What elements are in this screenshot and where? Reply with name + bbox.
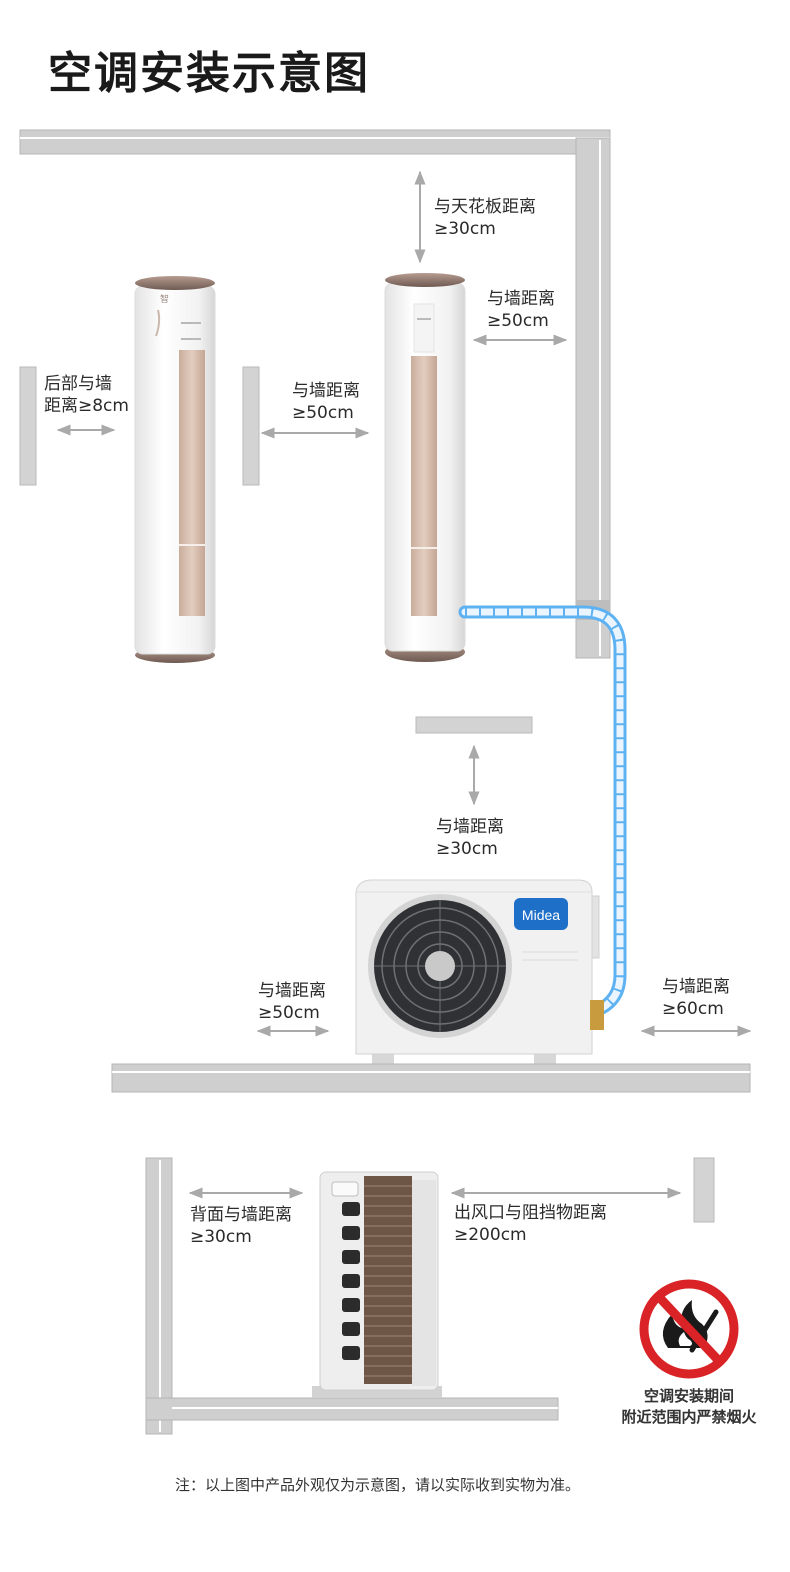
outdoor-top-wall xyxy=(415,716,533,734)
middle-wall-segment xyxy=(242,366,260,486)
back-wall-clearance-label: 背面与墙距离≥30cm xyxy=(190,1205,292,1247)
ground-slab xyxy=(111,1063,751,1093)
ceiling-clearance-label: 与天花板距离≥30cm xyxy=(434,197,536,239)
indoor-unit-right xyxy=(384,273,466,662)
no-fire-warning: 空调安装期间附近范围内严禁烟火 xyxy=(621,1387,757,1426)
side-wall-clearance-label: 与墙距离≥50cm xyxy=(487,289,555,331)
svg-text:智: 智 xyxy=(160,293,169,305)
rear-wall-clearance-label: 后部与墙距离≥8cm xyxy=(44,374,129,416)
no-fire-icon xyxy=(639,1279,739,1379)
indoor-unit-left: 智 xyxy=(134,276,216,663)
outdoor-right-clearance-label: 与墙距离≥60cm xyxy=(662,977,730,1019)
outdoor-unit-side xyxy=(312,1171,442,1398)
right-wall xyxy=(575,137,611,659)
footnote: 注：以上图中产品外观仅为示意图，请以实际收到实物为准。 xyxy=(175,1476,581,1494)
outlet-clearance-label: 出风口与阻挡物距离≥200cm xyxy=(454,1203,607,1245)
rear-wall-segment xyxy=(19,366,37,486)
between-units-clearance-label: 与墙距离≥50cm xyxy=(292,381,360,423)
refrigerant-pipe xyxy=(458,605,627,1017)
outdoor-unit: Midea xyxy=(355,879,604,1066)
obstacle-wall xyxy=(693,1157,715,1223)
outdoor-top-clearance-label: 与墙距离≥30cm xyxy=(436,817,504,859)
brand-logo: Midea xyxy=(522,907,560,923)
outdoor-left-clearance-label: 与墙距离≥50cm xyxy=(258,981,326,1023)
ceiling-wall xyxy=(19,129,611,155)
page-title: 空调安装示意图 xyxy=(48,48,370,99)
